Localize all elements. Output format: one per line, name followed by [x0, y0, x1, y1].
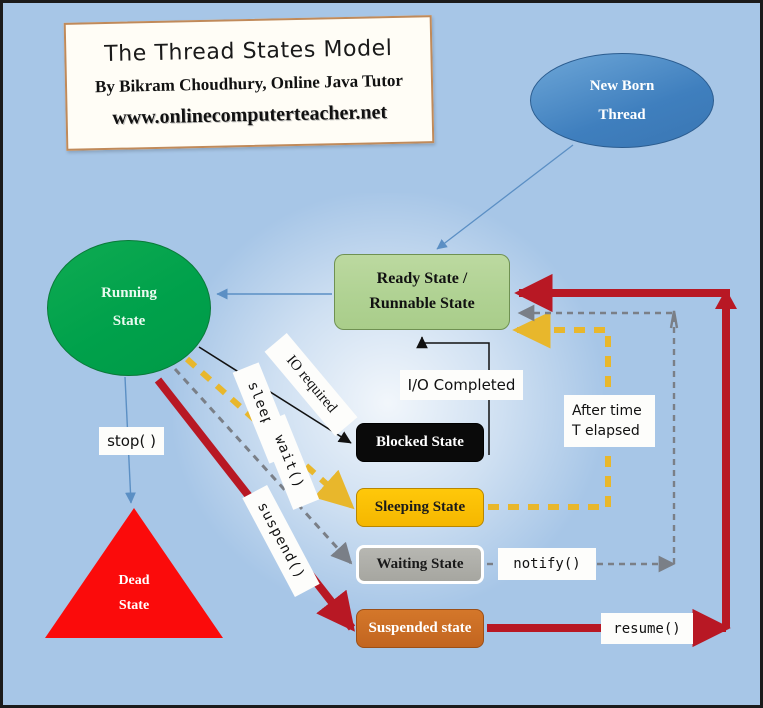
- node-ready-state-line2: Runnable State: [369, 295, 475, 312]
- edge-label-notify: notify(): [498, 548, 596, 580]
- node-ready-state-line1: Ready State /: [376, 270, 468, 288]
- node-sleeping-state[interactable]: Sleeping State: [356, 488, 484, 527]
- edge-label-stop: stop( ): [99, 427, 164, 455]
- node-blocked-state[interactable]: Blocked State: [356, 423, 484, 462]
- title-line-3: www.onlinecomputerteacher.net: [112, 101, 388, 129]
- edge-label-resume: resume(): [601, 613, 693, 644]
- edge-label-after-time-line2: T elapsed: [572, 423, 640, 439]
- node-new-born-thread-line1: New Born: [589, 78, 655, 94]
- node-dead-state-label: Dead State: [118, 568, 149, 618]
- edge-label-after-time-line1: After time: [572, 402, 642, 419]
- node-waiting-state-label: Waiting State: [376, 556, 464, 572]
- node-waiting-state[interactable]: Waiting State: [356, 545, 484, 584]
- node-running-state-line2: State: [112, 313, 146, 329]
- node-dead-state-line2: State: [118, 597, 150, 613]
- node-suspended-state-label: Suspended state: [368, 620, 472, 636]
- node-new-born-thread[interactable]: New Born Thread: [530, 53, 714, 148]
- node-sleeping-state-label: Sleeping State: [374, 499, 466, 515]
- node-new-born-thread-line2: Thread: [598, 106, 646, 123]
- edge-running-to-waiting: [173, 367, 353, 565]
- edge-waiting-to-ready: [487, 304, 679, 573]
- title-line-1: The Thread States Model: [103, 35, 393, 68]
- node-suspended-state[interactable]: Suspended state: [356, 609, 484, 648]
- title-card: The Thread States Model By Bikram Choudh…: [63, 15, 435, 151]
- edge-label-after-time-elapsed: After time T elapsed: [564, 395, 655, 447]
- node-ready-runnable-state[interactable]: Ready State / Runnable State: [334, 254, 510, 330]
- edge-running-to-blocked: [198, 346, 352, 444]
- node-dead-state-line1: Dead: [118, 572, 150, 588]
- edge-newborn-to-ready: [436, 144, 574, 250]
- title-line-2: By Bikram Choudhury, Online Java Tutor: [94, 70, 404, 97]
- edge-label-io-completed: I/O Completed: [400, 370, 523, 400]
- node-running-state[interactable]: Running State: [47, 240, 211, 376]
- node-blocked-state-label: Blocked State: [376, 434, 464, 450]
- node-running-state-line1: Running: [101, 285, 157, 302]
